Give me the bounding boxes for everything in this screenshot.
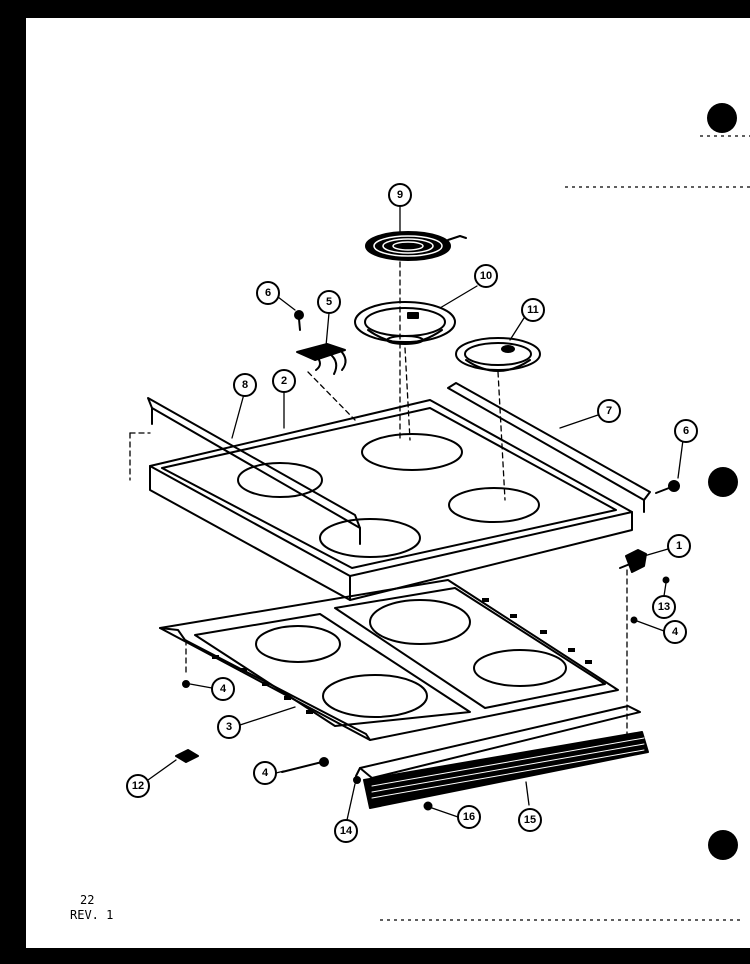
- revision-label: REV. 1: [70, 908, 113, 922]
- screw-grille: [423, 801, 433, 811]
- screw-left: [182, 680, 190, 688]
- drip-bowl-small: [455, 337, 541, 372]
- svg-text:16: 16: [463, 811, 475, 823]
- svg-text:13: 13: [658, 601, 670, 613]
- drip-bowl-large: [354, 301, 456, 345]
- page-number: 22: [80, 893, 94, 907]
- surface-element-coil: [365, 231, 467, 261]
- callout-16: 16: [457, 805, 481, 829]
- svg-text:10: 10: [480, 270, 492, 282]
- punch-hole-top: [707, 103, 737, 133]
- callout-9: 9: [388, 183, 412, 207]
- svg-text:4: 4: [672, 626, 679, 638]
- clip-small: [175, 749, 199, 763]
- callout-14: 14: [334, 819, 358, 843]
- bracket-right: [619, 549, 670, 624]
- callout-7: 7: [597, 399, 621, 423]
- callout-8: 8: [233, 373, 257, 397]
- callout-6-upper: 6: [256, 281, 280, 305]
- callout-4-right: 4: [663, 620, 687, 644]
- callouts: 9 10 11 6 5 8 2 7: [126, 183, 698, 843]
- exploded-view: [129, 205, 684, 821]
- callout-5: 5: [317, 290, 341, 314]
- callout-12: 12: [126, 774, 150, 798]
- svg-text:8: 8: [242, 379, 248, 391]
- screw-right: [655, 480, 680, 494]
- callout-13: 13: [652, 595, 676, 619]
- burner-box: [159, 579, 619, 741]
- terminal-block: [296, 343, 347, 375]
- callout-2: 2: [272, 369, 296, 393]
- svg-text:1: 1: [676, 540, 682, 552]
- screw-bottom-center: [281, 757, 329, 773]
- screw-upper-left: [294, 310, 304, 331]
- svg-text:14: 14: [340, 825, 353, 837]
- callout-11: 11: [521, 298, 545, 322]
- svg-text:5: 5: [326, 296, 332, 308]
- clip-left: [353, 776, 361, 784]
- left-trim-strip: [147, 397, 361, 545]
- paper: [26, 18, 750, 948]
- right-trim-strip: [447, 382, 651, 513]
- scan-noise: [40, 135, 750, 956]
- svg-text:11: 11: [527, 304, 539, 316]
- callout-3: 3: [217, 715, 241, 739]
- svg-text:3: 3: [226, 721, 232, 733]
- svg-text:7: 7: [606, 405, 612, 417]
- callout-10: 10: [474, 264, 498, 288]
- svg-text:6: 6: [683, 425, 689, 437]
- svg-text:12: 12: [132, 780, 144, 792]
- svg-text:6: 6: [265, 287, 271, 299]
- svg-text:2: 2: [281, 375, 287, 387]
- svg-text:4: 4: [220, 683, 227, 695]
- svg-text:4: 4: [262, 767, 269, 779]
- callout-1: 1: [667, 534, 691, 558]
- punch-hole-middle: [708, 467, 738, 497]
- main-top: [149, 399, 633, 601]
- callout-6-right: 6: [674, 419, 698, 443]
- punch-hole-bottom: [708, 830, 738, 860]
- svg-text:9: 9: [397, 189, 403, 201]
- callout-15: 15: [518, 808, 542, 832]
- callout-4-bottom: 4: [253, 761, 277, 785]
- front-grille: [355, 705, 649, 809]
- callout-4-left: 4: [211, 677, 235, 701]
- svg-text:15: 15: [524, 814, 536, 826]
